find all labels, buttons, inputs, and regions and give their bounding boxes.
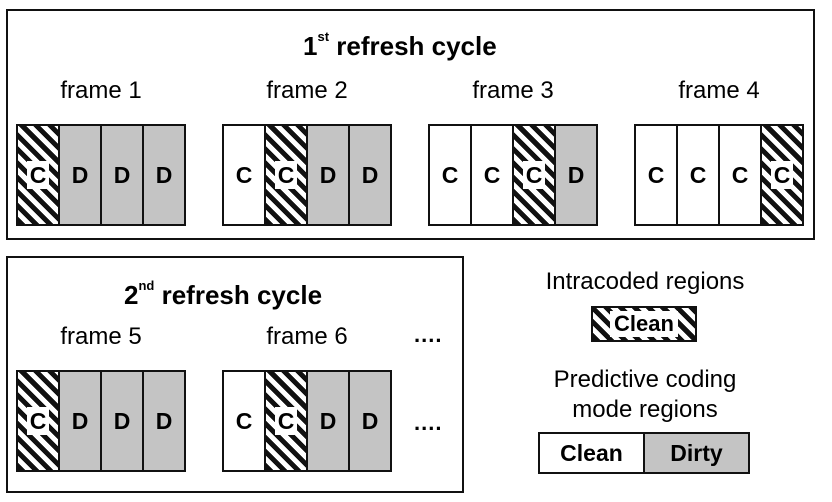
dirty-region: D [350,372,390,470]
frame-label: frame 3 [472,77,554,104]
legend-intracoded-swatch: Clean [591,306,697,342]
dirty-region: D [350,126,390,224]
clean-region: C [636,126,678,224]
dirty-region: D [144,126,184,224]
dirty-region: D [308,126,350,224]
region-letter: C [274,161,298,189]
legend-intracoded-title: Intracoded regions [545,268,745,295]
clean-region: C [678,126,720,224]
intracoded-clean-region: C [514,126,556,224]
frame-label: frame 4 [678,77,760,104]
legend-predictive-title-line1: Predictive coding [553,366,737,393]
dirty-region: D [102,372,144,470]
ellipsis: .... [414,410,443,435]
clean-region: C [472,126,514,224]
clean-region: C [224,126,266,224]
dirty-region: D [144,372,184,470]
intracoded-clean-region: C [18,372,60,470]
region-letter: C [26,161,50,189]
frame-label: frame 2 [266,77,348,104]
dirty-region: D [308,372,350,470]
cycle-2-title: 2nd refresh cycle [124,278,323,310]
legend-predictive-swatch: Clean Dirty [538,432,750,474]
region-letter: C [274,407,298,435]
frame-label: frame 1 [60,77,142,104]
legend-intracoded-swatch-label: Clean [610,311,678,337]
dirty-region: D [60,126,102,224]
intracoded-clean-region: C [266,126,308,224]
clean-region: C [224,372,266,470]
legend-predictive-title-line2: mode regions [572,396,718,423]
frame-label: frame 6 [266,323,348,350]
region-letter: C [26,407,50,435]
cycle-1-title: 1st refresh cycle [303,29,497,61]
dirty-region: D [60,372,102,470]
intracoded-clean-region: C [762,126,802,224]
intracoded-clean-region: C [18,126,60,224]
ellipsis: .... [414,322,443,347]
legend-clean-swatch: Clean [540,434,645,472]
dirty-region: D [556,126,596,224]
region-letter: C [770,161,794,189]
intracoded-clean-region: C [266,372,308,470]
clean-region: C [720,126,762,224]
dirty-region: D [102,126,144,224]
legend-dirty-swatch: Dirty [645,434,748,472]
frame-label: frame 5 [60,323,142,350]
clean-region: C [430,126,472,224]
region-letter: C [522,161,546,189]
